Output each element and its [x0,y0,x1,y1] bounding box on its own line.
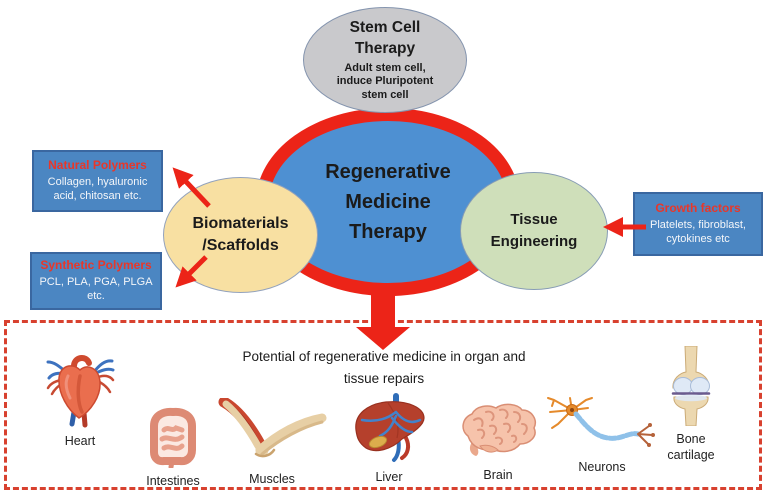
growth-factors-title: Growth factors [655,201,741,216]
organ-liver: Liver [350,392,428,486]
biomaterials-title: Biomaterials /Scaffolds [192,214,289,254]
organ-intestines: Intestines [142,406,204,490]
brain-illustration [462,403,536,456]
organ-neurons: Neurons [546,396,658,476]
center-node-title: Regenerative Medicine Therapy [325,161,451,243]
organ-label-heart: Heart [64,434,96,448]
organ-label-neurons: Neurons [578,460,626,474]
stem-cell-title: Stem Cell Therapy [349,18,421,57]
natural-polymers-title: Natural Polymers [48,158,147,173]
callout-growth-factors: Growth factors Platelets, fibroblast, cy… [633,192,763,256]
synthetic-polymers-body: PCL, PLA, PGA, PLGA etc. [39,276,153,303]
node-stem-cell-therapy: Stem Cell Therapy Adult stem cell, induc… [303,7,467,113]
tissue-engineering-title: Tissue Engineering [490,210,578,251]
intestines-illustration [150,407,196,470]
organ-label-intestines: Intestines [146,474,200,488]
liver-illustration [355,393,425,462]
stem-cell-subtitle: Adult stem cell, induce Pluripotent stem… [336,61,434,101]
organ-label-muscles: Muscles [249,472,295,486]
organ-label-brain: Brain [483,468,513,482]
bottom-panel-caption: Potential of regenerative medicine in or… [242,349,526,387]
organ-brain: Brain [456,402,540,484]
organ-muscles: Muscles [216,396,328,488]
node-tissue-engineering: Tissue Engineering [460,172,608,290]
neurons-illustration [547,397,655,447]
growth-factors-body: Platelets, fibroblast, cytokines etc [650,219,746,246]
node-biomaterials-scaffolds: Biomaterials /Scaffolds [163,177,318,293]
heart-illustration [46,355,115,428]
organ-bone-cartilage: Bone cartilage [650,345,732,463]
organ-heart: Heart [44,350,116,450]
synthetic-polymers-title: Synthetic Polymers [40,258,152,273]
organ-label-bone-cartilage: Bone cartilage [667,432,715,462]
organ-label-liver: Liver [375,470,403,484]
bone-cartilage-illustration [671,345,711,427]
callout-natural-polymers: Natural Polymers Collagen, hyaluronic ac… [32,150,163,212]
callout-synthetic-polymers: Synthetic Polymers PCL, PLA, PGA, PLGA e… [30,252,162,310]
natural-polymers-body: Collagen, hyaluronic acid, chitosan etc. [47,176,148,203]
muscles-illustration [218,396,327,458]
